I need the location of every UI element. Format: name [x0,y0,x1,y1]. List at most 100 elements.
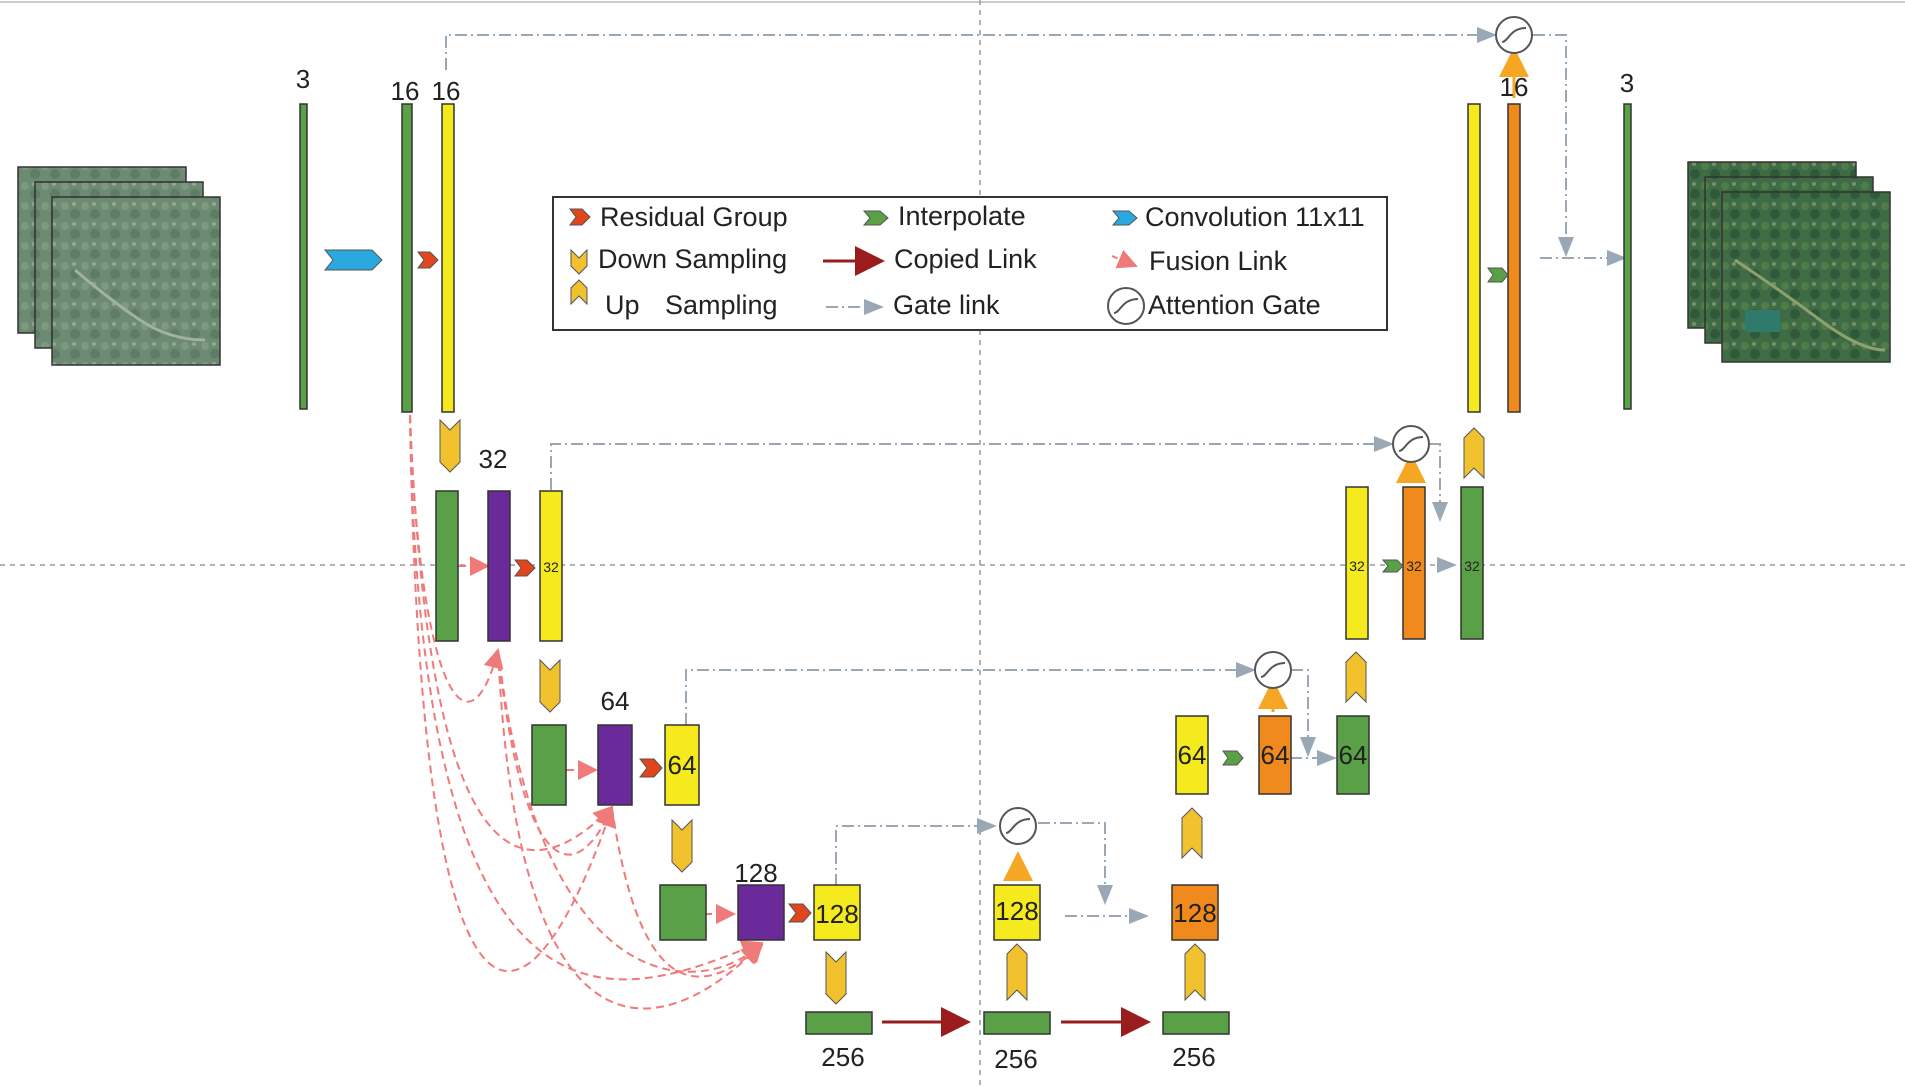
gate-links [445,27,1627,924]
enc-16-yellow-bar [441,103,455,413]
legend-residual-group: Residual Group [600,202,788,232]
legend-box [552,196,1388,331]
up-sampling-icon [570,279,588,306]
label-enc-128-bar: 128 [815,899,858,929]
label-dec-128a: 128 [995,896,1038,926]
enc-32-green-block [435,490,459,642]
interpolate-marker-1 [1222,750,1244,766]
size-labels: 3 16 16 32 64 128 256 256 256 16 3 [296,64,1634,1074]
enc-64-yellow-block [664,724,700,806]
attention-gate-icon [1107,287,1145,325]
label-enc-64-bar: 64 [668,750,697,780]
legend-copied-link: Copied Link [894,244,1037,274]
label-dec-32b: 32 [1406,558,1422,574]
attention-gate-icon [1495,16,1533,98]
label-dec-32a: 32 [1349,558,1365,574]
dec-128-yellow-block [993,884,1041,941]
convolution-marker [323,249,383,271]
legend-gate-link: Gate link [893,290,1000,320]
bottom-256-block-1 [805,1011,873,1035]
residual-marker-3 [638,758,663,778]
dec-32-orange-block [1402,486,1426,640]
dec-32-yellow-block [1345,486,1369,640]
down-chevron-2 [539,658,561,713]
enc-64-green-block [531,724,567,806]
enc-32-purple-block [487,490,511,642]
residual-group-icon [569,208,591,226]
enc-input-bar [299,103,308,410]
up-chevron-4 [1345,651,1367,704]
convolution-icon [1111,210,1138,226]
residual-marker-1 [417,251,439,269]
output-image-stack [1687,161,1891,363]
dec-64-orange-block [1258,715,1292,795]
encoder-blocks [299,103,861,941]
residual-marker-2 [514,559,536,577]
dec-128-orange-block [1171,884,1219,941]
enc-32-yellow-block [539,490,563,642]
attention-gate-icon [999,807,1037,881]
dec-32-green-block [1460,486,1484,640]
residual-group-markers [417,251,812,923]
legend-convolution: Convolution 11x11 [1145,202,1365,232]
up-chevron-5 [1463,427,1485,480]
legend-down-sampling: Down Sampling [598,244,787,274]
dec-16-yellow-bar [1467,103,1481,413]
up-chevron-3 [1181,807,1203,860]
interpolate-icon [862,210,889,226]
label-enc-16a: 16 [391,76,420,106]
decoder-blocks [993,103,1632,941]
label-dec-64b: 64 [1261,740,1290,770]
legend-fusion-link: Fusion Link [1149,246,1288,276]
fusion-link-icon [1111,249,1138,269]
enc-128-purple-block [737,884,785,941]
legend-interpolate: Interpolate [898,201,1026,231]
residual-marker-4 [787,903,812,923]
down-chevron-1 [439,418,461,473]
label-enc-32: 32 [479,444,508,474]
down-chevron-3 [671,818,693,873]
label-enc-64: 64 [601,686,630,716]
label-bottom-256-3: 256 [1172,1042,1215,1072]
label-enc-128: 128 [734,858,777,888]
in-block-labels: 32 64 128 128 128 64 64 64 32 32 32 [543,558,1480,929]
attention-gate-icon [1392,425,1430,483]
label-dec-128b: 128 [1173,898,1216,928]
dec-64-yellow-block [1175,715,1209,795]
down-sampling-icon [570,248,588,275]
label-dec-32c: 32 [1464,558,1480,574]
label-enc-32-bar: 32 [543,559,559,575]
legend-up-sampling-b: Sampling [665,290,778,320]
bottom-256-block-3 [1162,1011,1230,1035]
interpolate-markers [1222,267,1509,766]
down-sampling-chevrons [439,418,847,1005]
up-chevron-1 [1006,943,1028,1002]
input-image-stack [17,166,221,366]
attention-gates [999,16,1533,881]
bottom-256-block-2 [983,1011,1051,1035]
enc-64-purple-block [597,724,633,806]
dec-output-bar [1623,103,1632,410]
enc-128-yellow-block [813,884,861,941]
down-chevron-4 [825,950,847,1005]
attention-gate-icon [1254,651,1292,712]
up-sampling-chevrons [1006,427,1485,1002]
fusion-links [409,414,764,1010]
enc-128-green-block [659,884,707,941]
label-dec-16: 16 [1500,72,1529,102]
dec-16-orange-bar [1507,103,1521,413]
dec-64-green-block [1336,715,1370,795]
interpolate-marker-3 [1487,267,1509,283]
legend: Residual Group Down Sampling Up Sampling… [552,196,1388,331]
interpolate-marker-2 [1381,559,1404,573]
label-bottom-256-1: 256 [821,1042,864,1072]
up-chevron-2 [1184,943,1206,1002]
legend-up-sampling-a: Up [605,290,640,320]
label-enc-in: 3 [296,64,310,94]
label-bottom-256-2: 256 [994,1044,1037,1074]
bottleneck-blocks [805,1011,1230,1035]
legend-attention-gate: Attention Gate [1148,290,1321,320]
label-dec-64c: 64 [1339,740,1368,770]
